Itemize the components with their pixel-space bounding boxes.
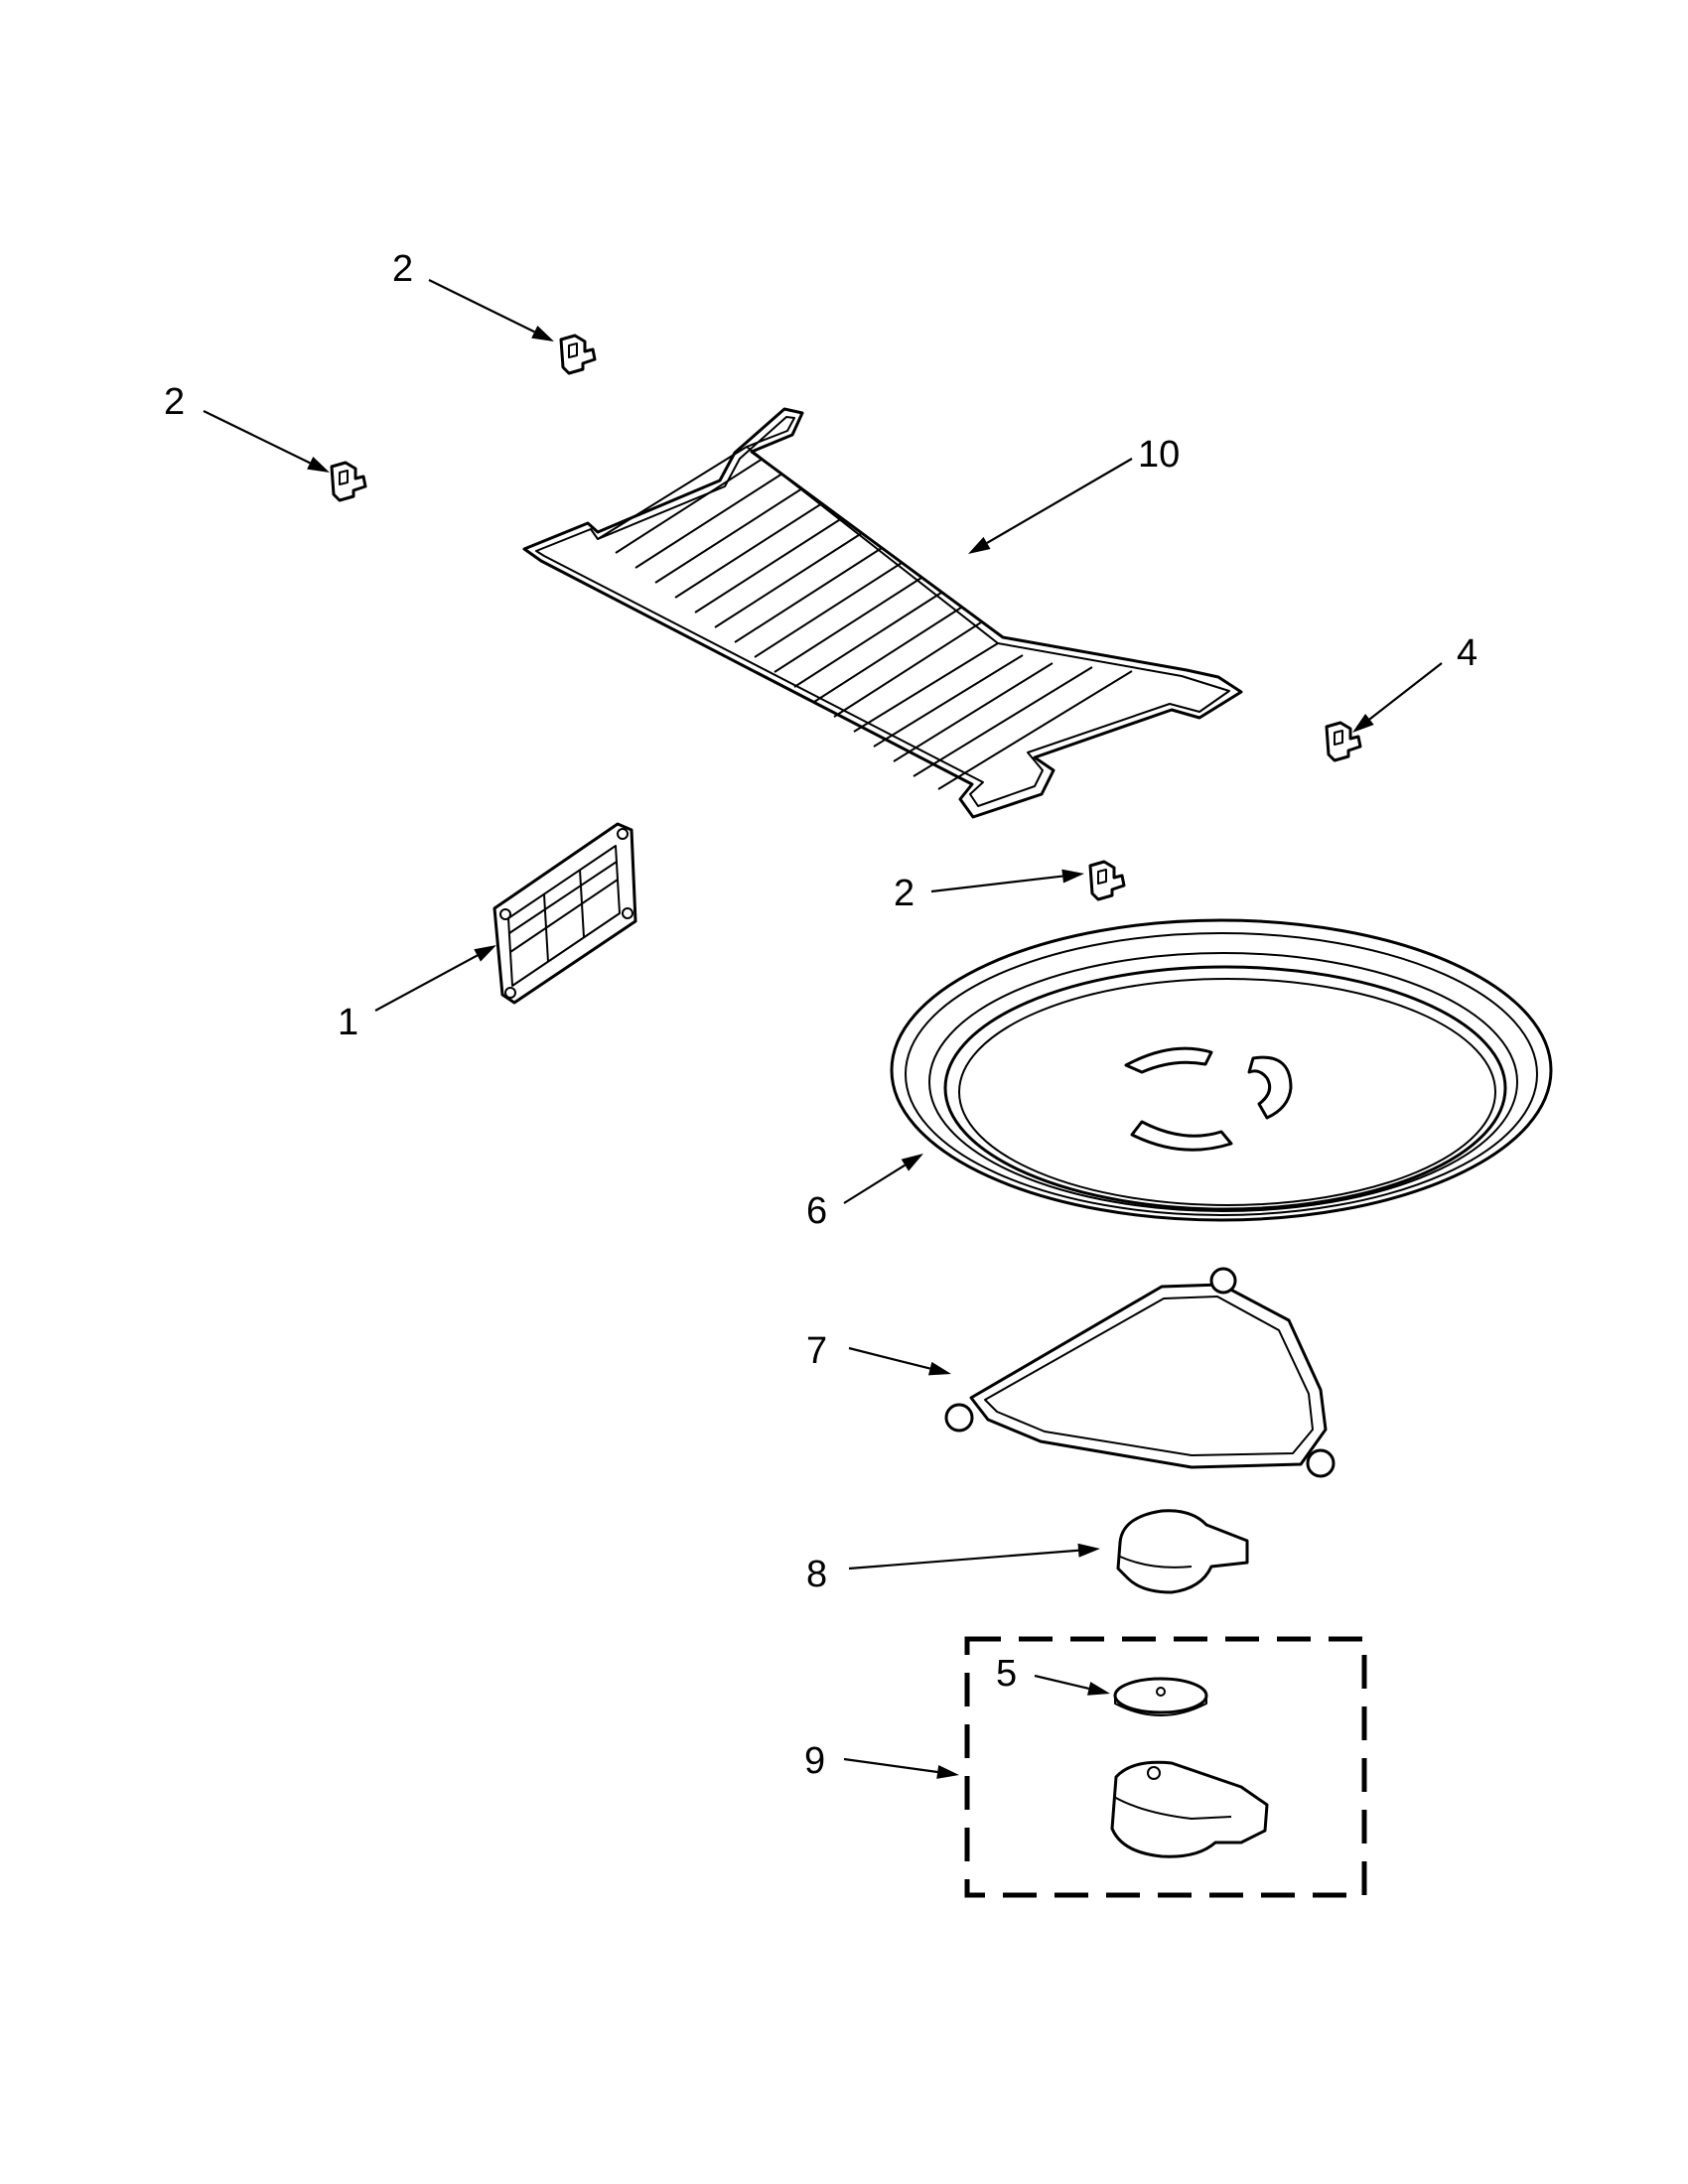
leader-8 [848, 1549, 1079, 1570]
leader-3-arrowhead [531, 326, 554, 341]
leader-10 [986, 458, 1133, 544]
leader-7-arrowhead [927, 1361, 951, 1376]
turntable-hub [1116, 1509, 1249, 1594]
leader-1-arrowhead [474, 945, 496, 962]
turntable-motor [1110, 1760, 1269, 1858]
rack-support-clip-4 [1325, 721, 1362, 762]
callout-9: 9 [804, 1740, 825, 1782]
rack-support-clip-3 [559, 334, 597, 375]
leader-2-lower-arrowhead [1061, 869, 1084, 884]
roller-ring [944, 1267, 1336, 1478]
leader-8-arrowhead [1077, 1543, 1100, 1558]
callout-10: 10 [1138, 434, 1180, 476]
rack-support-clip-2-lower [1088, 860, 1126, 901]
callout-5: 5 [996, 1653, 1017, 1695]
leader-3 [428, 279, 535, 334]
leader-2-upper [203, 410, 311, 465]
leader-5 [1034, 1674, 1089, 1691]
leader-lines [203, 279, 1443, 1779]
turntable-tray [890, 918, 1553, 1222]
leader-1 [374, 954, 479, 1012]
wire-rack [522, 407, 1243, 819]
leader-9 [843, 1757, 938, 1774]
leader-2-lower [930, 875, 1063, 893]
drive-coupler-disc [1113, 1677, 1208, 1716]
leader-6-arrowhead [901, 1154, 923, 1171]
callout-1: 1 [338, 1002, 358, 1043]
leader-4-arrowhead [1352, 713, 1374, 733]
filter-grille [492, 822, 637, 1005]
callout-2-lower: 2 [894, 873, 914, 914]
leader-9-arrowhead [936, 1765, 959, 1779]
motor-kit-box [964, 1636, 1367, 1898]
leader-4 [1368, 662, 1443, 721]
leader-2-upper-arrowhead [307, 457, 330, 473]
callout-2-upper: 2 [164, 381, 185, 423]
callout-3: 2 [392, 248, 413, 290]
callout-6: 6 [806, 1190, 827, 1232]
leader-5-arrowhead [1086, 1682, 1110, 1696]
rack-support-clip-2-upper [330, 461, 367, 502]
leader-7 [848, 1346, 930, 1370]
leader-6 [843, 1163, 906, 1204]
callout-7: 7 [806, 1330, 827, 1372]
callout-8: 8 [806, 1554, 827, 1595]
leader-10-arrowhead [968, 536, 991, 554]
callout-4: 4 [1457, 632, 1477, 674]
